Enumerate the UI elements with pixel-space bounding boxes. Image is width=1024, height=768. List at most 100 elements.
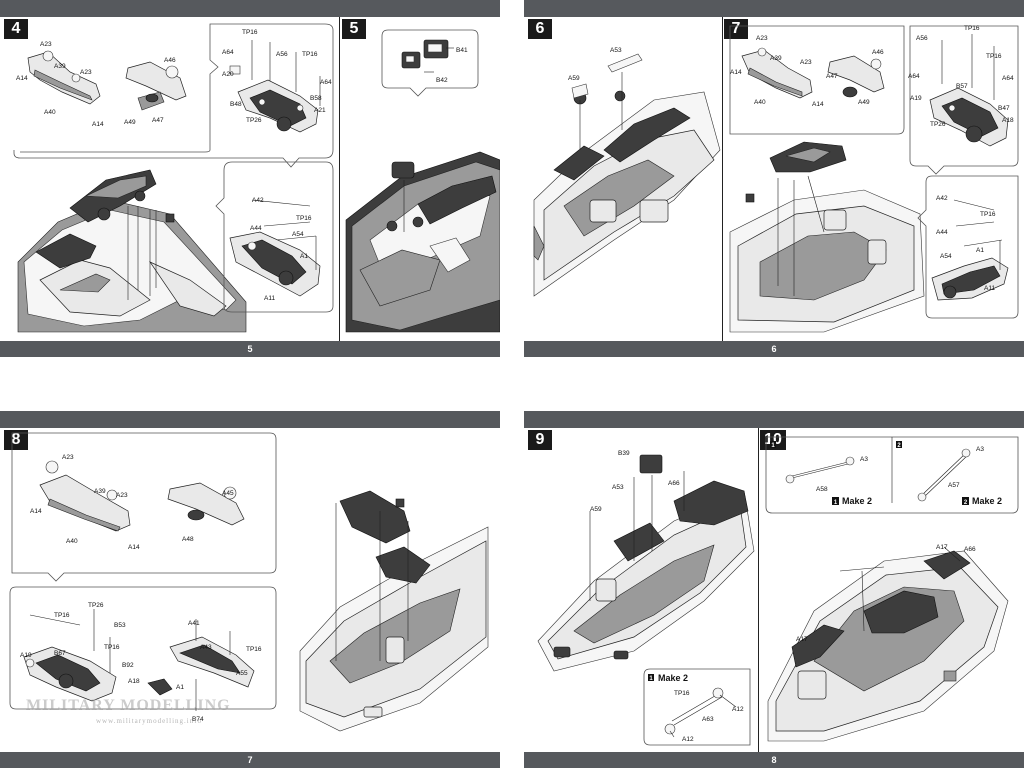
make-badge [962,497,969,505]
step-divider [758,428,759,752]
step7-group2-parts [929,34,1009,147]
step-8-illustration: A23 A39 A23 A14 A40 A14 A45 A48 TP26 TP1… [9,432,489,732]
page-header-bar [524,0,1024,17]
label: A14 [128,544,140,551]
label: A48 [182,536,194,543]
label: A40 [66,538,78,545]
label: A1 [976,247,984,254]
step-9-number: 9 [528,430,552,450]
label: B53 [114,622,126,629]
step7-group3-parts [931,199,1009,301]
label: A12 [732,706,744,713]
label: A47 [826,73,838,80]
label: A41 [188,620,200,627]
page-header-bar [524,411,1024,428]
page-footer-bar: 6 [524,341,1024,357]
label: B74 [192,716,204,723]
label: TP16 [242,29,258,36]
label: A23 [80,69,92,76]
step10-sub1-make-label: Make 2 [842,496,872,506]
manual-page-8: 9 10 1 [524,411,1024,768]
step4-group2-parts [229,40,321,133]
page-footer-bar: 7 [0,752,500,768]
label: TP26 [88,602,104,609]
label: A54 [292,231,304,238]
label: A19 [910,95,922,102]
label: A17 [796,636,808,643]
step-9-10-illustration: 1 1 2 1 2 [537,436,1019,746]
label: A64 [222,49,234,56]
step5-parts [401,39,454,73]
label: TP16 [980,211,996,218]
step-4-number: 4 [4,19,28,39]
label: A46 [164,57,176,64]
step9-vehicle [537,454,755,672]
label: A63 [702,716,714,723]
svg-text:1: 1 [834,500,838,506]
label: TP16 [54,612,70,619]
label: TP16 [964,25,980,32]
label: A40 [44,109,56,116]
step8-group1-parts [39,460,245,532]
label: A42 [252,197,264,204]
label: A59 [568,75,580,82]
label: A47 [152,117,164,124]
label: A40 [754,99,766,106]
step-6-7-illustration: A53 A59 A23 A39 A23 A14 A40 A14 A46 A47 … [533,25,1019,333]
label: A23 [800,59,812,66]
label: A64 [320,79,332,86]
label: TP16 [104,644,120,651]
step-8-number: 8 [4,430,28,450]
label: TP26 [930,121,946,128]
step5-vehicle [345,151,500,333]
label: A1 [300,253,308,260]
label: B39 [618,450,630,457]
label: A55 [236,670,248,677]
label: A39 [94,488,106,495]
label: TP16 [246,646,262,653]
label: A14 [30,508,42,515]
label: A23 [62,454,74,461]
label: A42 [936,195,948,202]
label: A23 [116,492,128,499]
step7-group1-parts [741,47,885,99]
label: A21 [314,107,326,114]
step9-inset-parts [664,687,737,738]
step9-make-badge [648,674,654,681]
label: A11 [264,295,275,302]
label: A53 [612,484,624,491]
watermark-title: MILITARY MODELLING [26,697,231,714]
label: A23 [40,41,52,48]
step-divider [339,17,340,341]
label: A14 [16,75,28,82]
step-divider [722,17,723,341]
label: A44 [250,225,262,232]
step4-group1-parts [27,50,187,111]
label: A56 [916,35,928,42]
step-5-number: 5 [342,19,366,39]
label: TP16 [986,53,1002,60]
label: A64 [908,73,920,80]
watermark-url: www.militarymodelling.info [96,717,203,725]
step-4-5-illustration: A23 A39 A23 A14 A40 A14 A46 A49 A47 TP16… [13,23,500,333]
label: A66 [964,546,976,553]
step8-group2-parts [23,609,255,711]
step10-sub1-parts: 1 [785,456,855,506]
svg-text:2: 2 [897,443,901,449]
label: B47 [998,105,1010,112]
label: A43 [200,644,212,651]
page-header-bar [0,411,500,428]
manual-page-5: 4 5 [0,0,500,357]
step-10-number: 10 [760,430,786,450]
label: A53 [610,47,622,54]
step6-vehicle [533,53,721,297]
label: A44 [936,229,948,236]
manual-page-6: 6 7 [524,0,1024,357]
step7-vehicle [729,141,925,333]
label: B48 [230,101,242,108]
label: A64 [1002,75,1014,82]
step4-vehicle [17,169,247,333]
label: A66 [668,480,680,487]
label: A54 [940,253,952,260]
label: A18 [1002,117,1014,124]
